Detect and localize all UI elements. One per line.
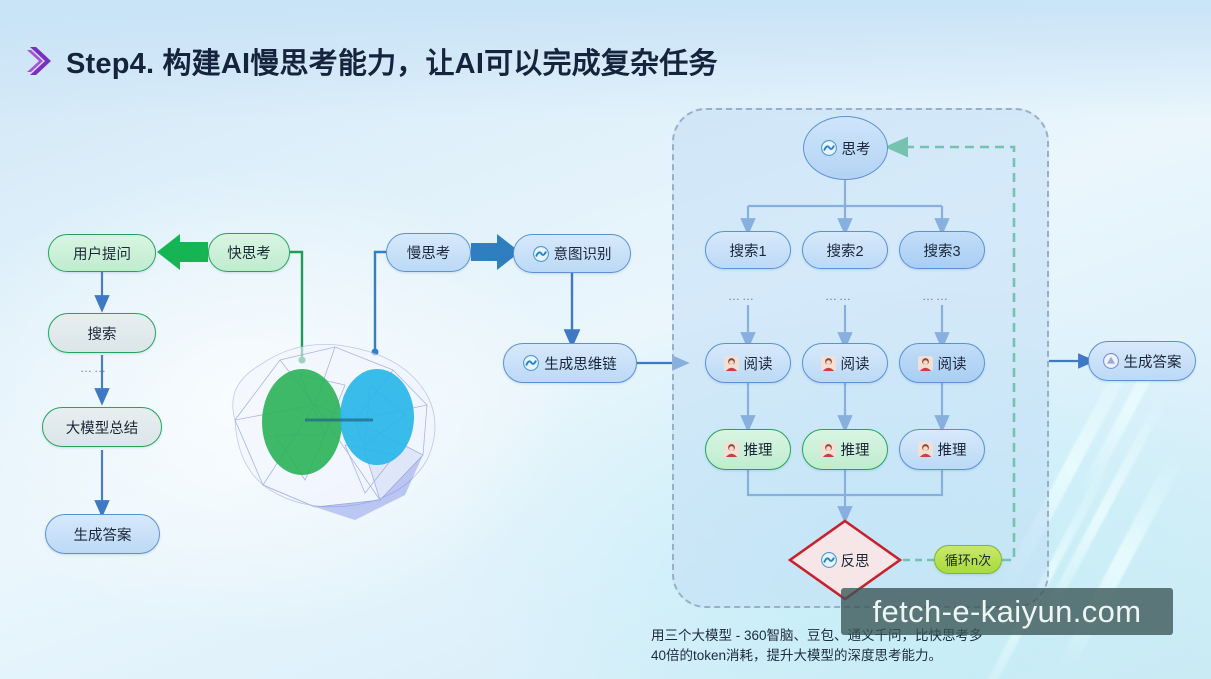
person-avatar-icon — [723, 442, 739, 457]
watermark-text: fetch-e-kaiyun.com — [872, 593, 1142, 629]
node-read-3[interactable]: 阅读 — [899, 343, 985, 383]
node-label: 生成答案 — [73, 527, 132, 544]
logo-icon — [532, 245, 549, 262]
node-label: 思考 — [841, 141, 871, 158]
person-avatar-icon — [820, 442, 836, 457]
node-reason-1[interactable]: 推理 — [705, 429, 791, 470]
node-label: 生成思维链 — [544, 356, 617, 373]
node-label: 用户提问 — [73, 246, 131, 263]
node-label: 搜索3 — [923, 243, 961, 260]
brain-illustration — [232, 344, 436, 520]
node-label: 生成答案 — [1123, 354, 1182, 371]
node-label: 搜索 — [87, 326, 117, 343]
node-label: 意图识别 — [553, 247, 612, 263]
node-think[interactable]: 思考 — [803, 116, 888, 180]
node-search-2[interactable]: 搜索2 — [802, 231, 888, 269]
node-search-1[interactable]: 搜索1 — [705, 231, 791, 269]
fast-branch-ellipsis: …… — [80, 361, 108, 375]
person-avatar-icon — [917, 442, 933, 457]
node-fast-thinking[interactable]: 快思考 — [208, 233, 290, 272]
logo-icon — [820, 552, 837, 568]
node-reason-3[interactable]: 推理 — [899, 429, 985, 470]
logo-icon — [523, 355, 540, 371]
node-user-question[interactable]: 用户提问 — [48, 234, 156, 272]
node-label: 阅读 — [937, 356, 967, 373]
person-avatar-icon — [917, 355, 933, 371]
logo-icon — [1102, 353, 1119, 369]
node-label: 反思 — [840, 553, 870, 570]
node-label: 搜索1 — [729, 243, 767, 260]
badge-label: 循环n次 — [944, 553, 992, 568]
node-label: 大模型总结 — [65, 420, 139, 437]
caption-line-2: 40倍的token消耗，提升大模型的深度思考能力。 — [651, 647, 943, 663]
page-title: Step4. 构建AI慢思考能力，让AI可以完成复杂任务 — [66, 48, 718, 80]
node-search[interactable]: 搜索 — [48, 313, 156, 353]
chevron-right-icon — [26, 44, 52, 78]
node-label: 慢思考 — [406, 246, 451, 262]
panel-ellipsis-1: …… — [728, 289, 756, 303]
node-intent-recognition[interactable]: 意图识别 — [513, 234, 631, 273]
watermark: fetch-e-kaiyun.com — [841, 588, 1173, 635]
node-label: 推理 — [743, 443, 773, 459]
node-read-2[interactable]: 阅读 — [802, 343, 888, 383]
panel-ellipsis-3: …… — [922, 289, 950, 303]
node-generate-answer-fast[interactable]: 生成答案 — [45, 514, 160, 554]
node-generate-answer-output[interactable]: 生成答案 — [1088, 341, 1196, 381]
node-label: 阅读 — [743, 356, 773, 373]
person-avatar-icon — [820, 355, 836, 371]
badge-loop-n-times[interactable]: 循环n次 — [934, 545, 1002, 574]
node-llm-summary[interactable]: 大模型总结 — [42, 407, 162, 447]
page-header: Step4. 构建AI慢思考能力，让AI可以完成复杂任务 — [26, 40, 718, 82]
node-generate-chain-of-thought[interactable]: 生成思维链 — [503, 343, 637, 383]
person-avatar-icon — [723, 355, 739, 371]
node-label: 阅读 — [840, 356, 870, 373]
panel-ellipsis-2: …… — [825, 289, 853, 303]
node-reason-2[interactable]: 推理 — [802, 429, 888, 470]
node-label: 推理 — [937, 443, 967, 459]
node-label: 快思考 — [227, 246, 271, 262]
node-read-1[interactable]: 阅读 — [705, 343, 791, 383]
node-label: 推理 — [840, 443, 870, 459]
node-slow-thinking[interactable]: 慢思考 — [386, 233, 471, 272]
logo-icon — [820, 140, 837, 156]
node-label: 搜索2 — [826, 243, 864, 260]
node-search-3[interactable]: 搜索3 — [899, 231, 985, 269]
